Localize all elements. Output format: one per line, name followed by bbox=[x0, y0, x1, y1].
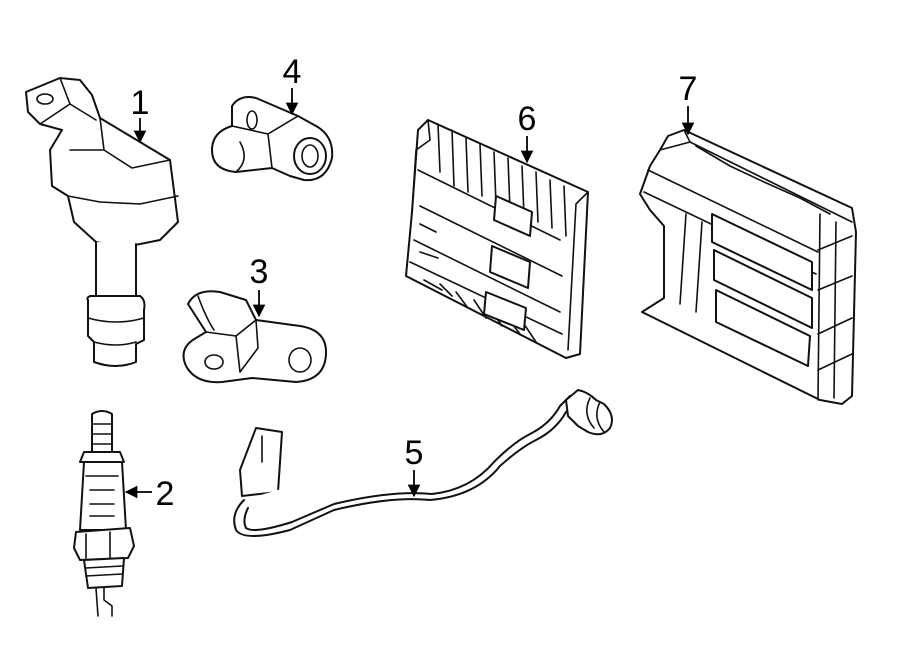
callout-3-number: 3 bbox=[250, 253, 269, 291]
camshaft-sensor-part bbox=[211, 96, 334, 182]
module-bracket-part bbox=[639, 129, 857, 405]
callout-5-number: 5 bbox=[405, 434, 424, 472]
spark-plug-part bbox=[73, 410, 135, 617]
callout-6-number: 6 bbox=[518, 100, 537, 138]
ignition-coil-part bbox=[25, 77, 179, 367]
crankshaft-sensor-part bbox=[182, 290, 327, 384]
oxygen-sensor-part bbox=[233, 389, 613, 537]
callout-1-number: 1 bbox=[131, 84, 150, 122]
callout-2-number: 2 bbox=[156, 475, 175, 513]
callout-7-number: 7 bbox=[679, 70, 698, 108]
callout-4-number: 4 bbox=[283, 53, 302, 91]
engine-control-module-part bbox=[405, 119, 589, 359]
